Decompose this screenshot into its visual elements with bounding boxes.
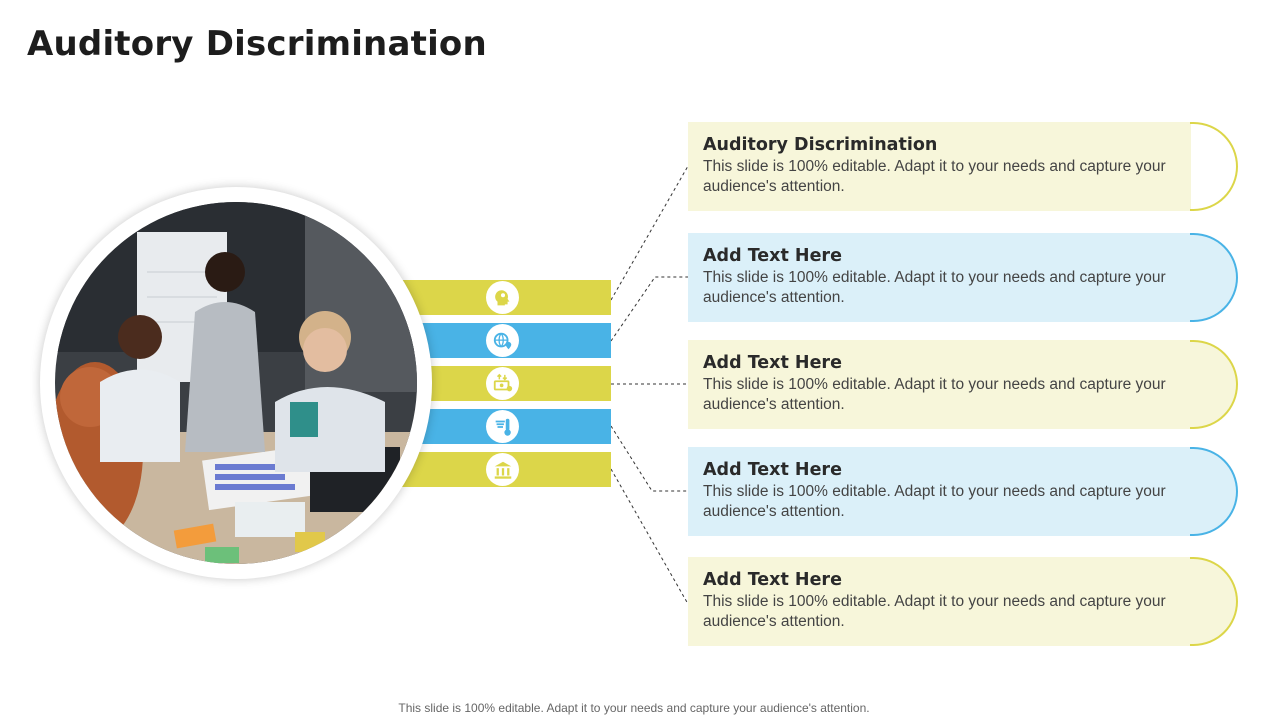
bank-building-icon — [486, 453, 519, 486]
card-4: Add Text Here This slide is 100% editabl… — [688, 447, 1191, 536]
card-title: Add Text Here — [703, 246, 842, 266]
weather-thermometer-icon — [486, 410, 519, 443]
footer-note: This slide is 100% editable. Adapt it to… — [398, 701, 870, 715]
head-gear-icon — [486, 281, 519, 314]
slide-title: Auditory Discrimination — [27, 24, 487, 64]
card-title: Auditory Discrimination — [703, 135, 938, 155]
card-title: Add Text Here — [703, 353, 842, 373]
card-2: Add Text Here This slide is 100% editabl… — [688, 233, 1191, 322]
card-body: This slide is 100% editable. Adapt it to… — [703, 376, 1166, 413]
card-body: This slide is 100% editable. Adapt it to… — [703, 483, 1166, 520]
money-exchange-icon — [486, 367, 519, 400]
globe-location-icon — [486, 324, 519, 357]
card-title: Add Text Here — [703, 460, 842, 480]
photo-frame — [40, 187, 432, 579]
card-5: Add Text Here This slide is 100% editabl… — [688, 557, 1191, 646]
team-meeting-photo — [55, 202, 417, 564]
card-title: Add Text Here — [703, 570, 842, 590]
card-3: Add Text Here This slide is 100% editabl… — [688, 340, 1191, 429]
card-body: This slide is 100% editable. Adapt it to… — [703, 158, 1166, 195]
card-body: This slide is 100% editable. Adapt it to… — [703, 269, 1166, 306]
card-1: Auditory Discrimination This slide is 10… — [688, 122, 1191, 211]
card-body: This slide is 100% editable. Adapt it to… — [703, 593, 1166, 630]
